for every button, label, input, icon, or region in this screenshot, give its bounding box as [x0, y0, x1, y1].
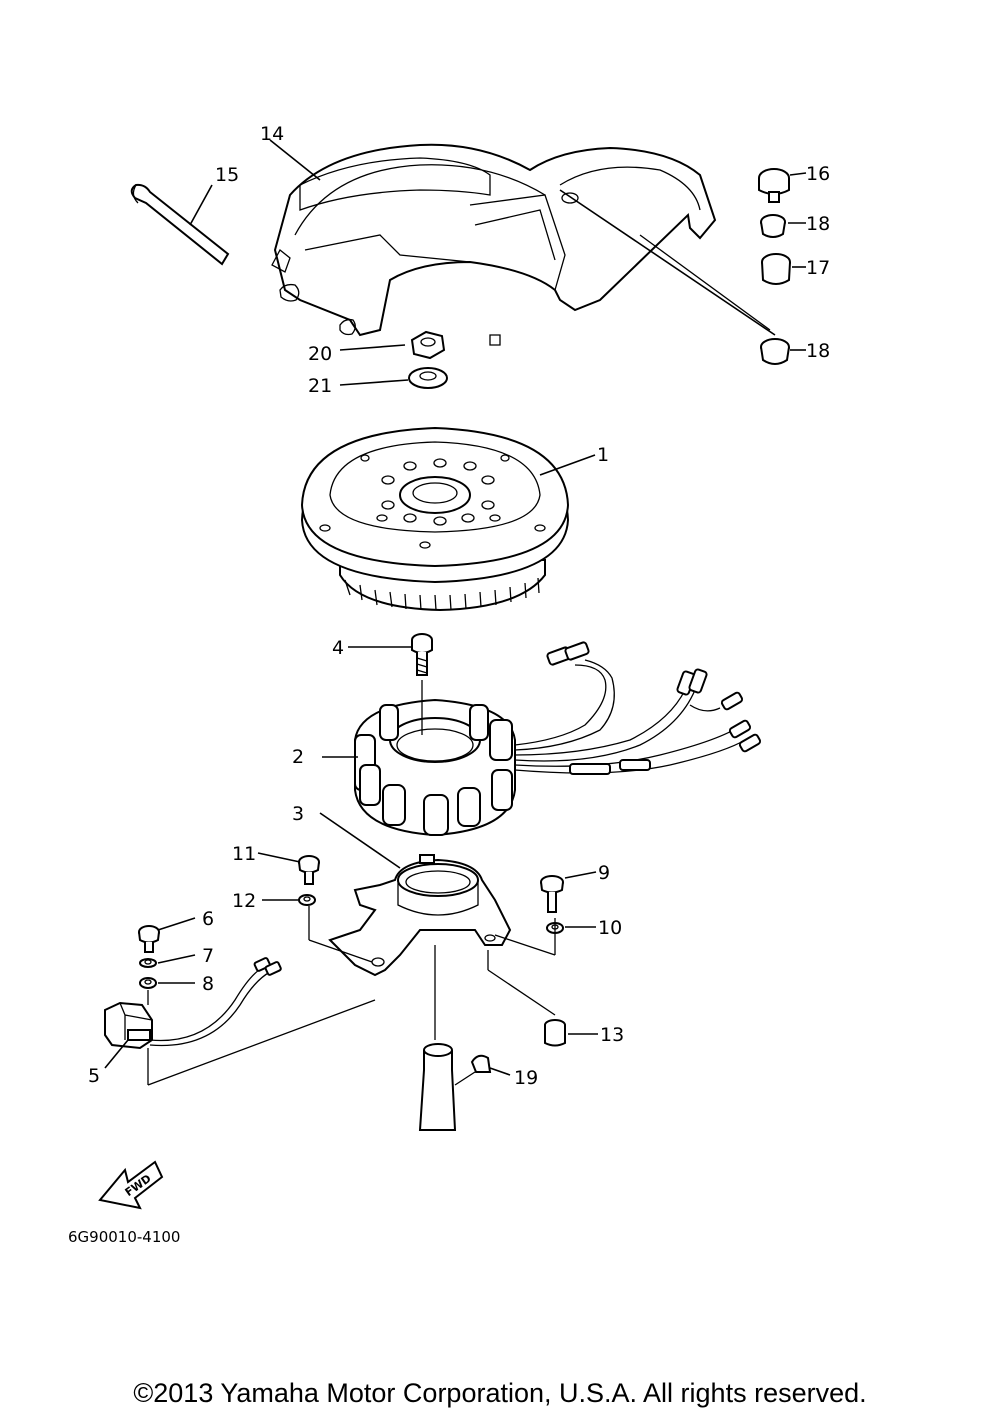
nut-20: [410, 330, 446, 360]
callout-18-bottom: 18: [806, 340, 830, 362]
callout-10: 10: [598, 917, 622, 939]
screw-11: [298, 855, 320, 885]
stator: [354, 698, 516, 837]
stator-wires: [514, 641, 762, 775]
callout-numbers: 14 15 16 18 17 18 20 21 1 4 2 3 11 9 12 …: [88, 123, 830, 1089]
screw-6: [138, 925, 160, 953]
callout-2: 2: [292, 746, 304, 768]
callout-13: 13: [600, 1024, 624, 1046]
stator-base: [328, 854, 512, 977]
callout-4: 4: [332, 637, 344, 659]
callout-14: 14: [260, 123, 284, 145]
callout-1: 1: [597, 444, 609, 466]
copyright-notice: ©2013 Yamaha Motor Corporation, U.S.A. A…: [133, 1378, 867, 1408]
woodruff-key-19: [470, 1054, 492, 1073]
callout-8: 8: [202, 973, 214, 995]
pulser-coil: [104, 957, 282, 1050]
forward-arrow-icon: FWD: [98, 1160, 164, 1210]
callout-5: 5: [88, 1065, 100, 1087]
crankshaft-end: [418, 1043, 457, 1131]
callout-18-top: 18: [806, 213, 830, 235]
flywheel-cover: [271, 143, 717, 346]
diagram-part-code: 6G90010-4100: [68, 1228, 181, 1246]
leader-lines: [104, 139, 807, 1086]
washer-12: [298, 894, 316, 906]
callout-21: 21: [308, 375, 332, 397]
screw-9: [540, 875, 564, 913]
callout-11: 11: [232, 843, 256, 865]
grommet-18-top: [760, 214, 786, 238]
hose: [130, 183, 230, 266]
washer-8: [139, 977, 157, 989]
callout-6: 6: [202, 908, 214, 930]
callout-9: 9: [598, 862, 610, 884]
cap-16: [758, 168, 790, 203]
bolt-4: [411, 633, 433, 676]
callout-15: 15: [215, 164, 239, 186]
callout-12: 12: [232, 890, 256, 912]
lock-washer-7: [139, 958, 157, 968]
washer-21: [408, 367, 448, 389]
callout-3: 3: [292, 803, 304, 825]
callout-17: 17: [806, 257, 830, 279]
collar-13: [544, 1019, 566, 1047]
flywheel: [300, 426, 570, 612]
callout-7: 7: [202, 945, 214, 967]
grommet-18-bottom: [760, 338, 790, 365]
plug-17: [761, 253, 791, 285]
callout-16: 16: [806, 163, 830, 185]
callout-20: 20: [308, 343, 332, 365]
callout-19: 19: [514, 1067, 538, 1089]
